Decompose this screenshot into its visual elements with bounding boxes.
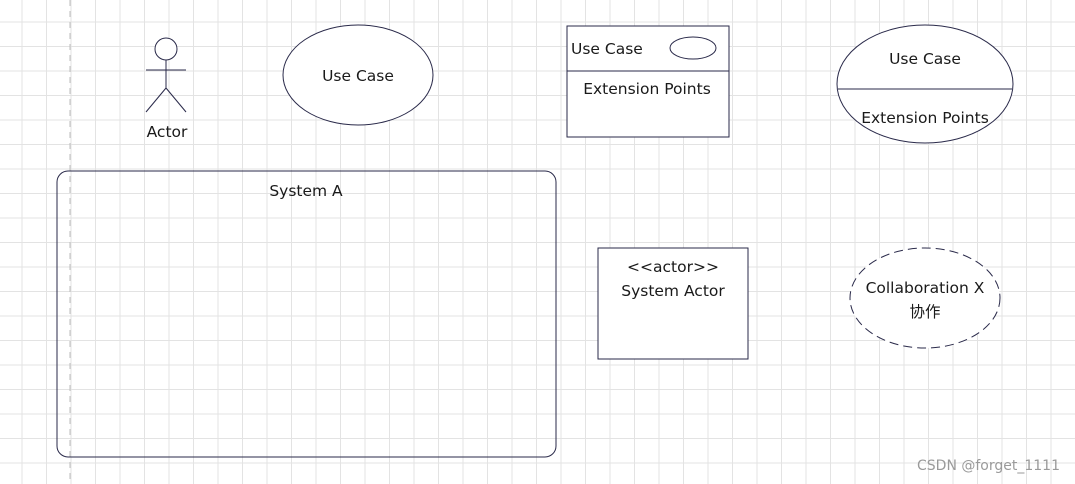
watermark-text: CSDN @forget_1111 [917,458,1060,474]
collaboration-sublabel: 协作 [909,303,940,321]
actor-head [154,37,178,61]
use-case-label: Use Case [322,67,394,85]
system-actor-label: System Actor [621,282,725,300]
system-actor-stereotype: <<actor>> [627,258,719,276]
use-case-ellipse-ext-shape[interactable]: Use Case Extension Points [836,24,1014,144]
use-case-rect-shape[interactable]: Use Case Extension Points [566,25,730,138]
use-case-ext-extension-points: Extension Points [861,109,989,127]
actor-left-leg [145,87,167,113]
use-case-rect-ellipse-icon [669,36,717,60]
use-case-ext-ellipse [836,24,1014,144]
actor-label: Actor [147,123,188,141]
system-boundary-label: System A [269,182,343,200]
collaboration-shape[interactable]: Collaboration X 协作 [849,247,1001,349]
actor-shape[interactable]: Actor [145,37,188,141]
use-case-ext-label: Use Case [889,50,961,68]
system-actor-frame [597,247,749,360]
system-boundary-shape[interactable]: System A [56,170,557,458]
use-case-shape[interactable]: Use Case [282,24,434,126]
use-case-rect-label: Use Case [571,40,643,58]
use-case-rect-extension-points: Extension Points [583,80,711,98]
system-boundary-frame [56,170,557,458]
collaboration-label: Collaboration X [866,279,985,297]
use-case-ellipse [282,24,434,126]
actor-right-leg [165,87,187,113]
collaboration-ellipse [849,247,1001,349]
system-actor-shape[interactable]: <<actor>> System Actor [597,247,749,360]
